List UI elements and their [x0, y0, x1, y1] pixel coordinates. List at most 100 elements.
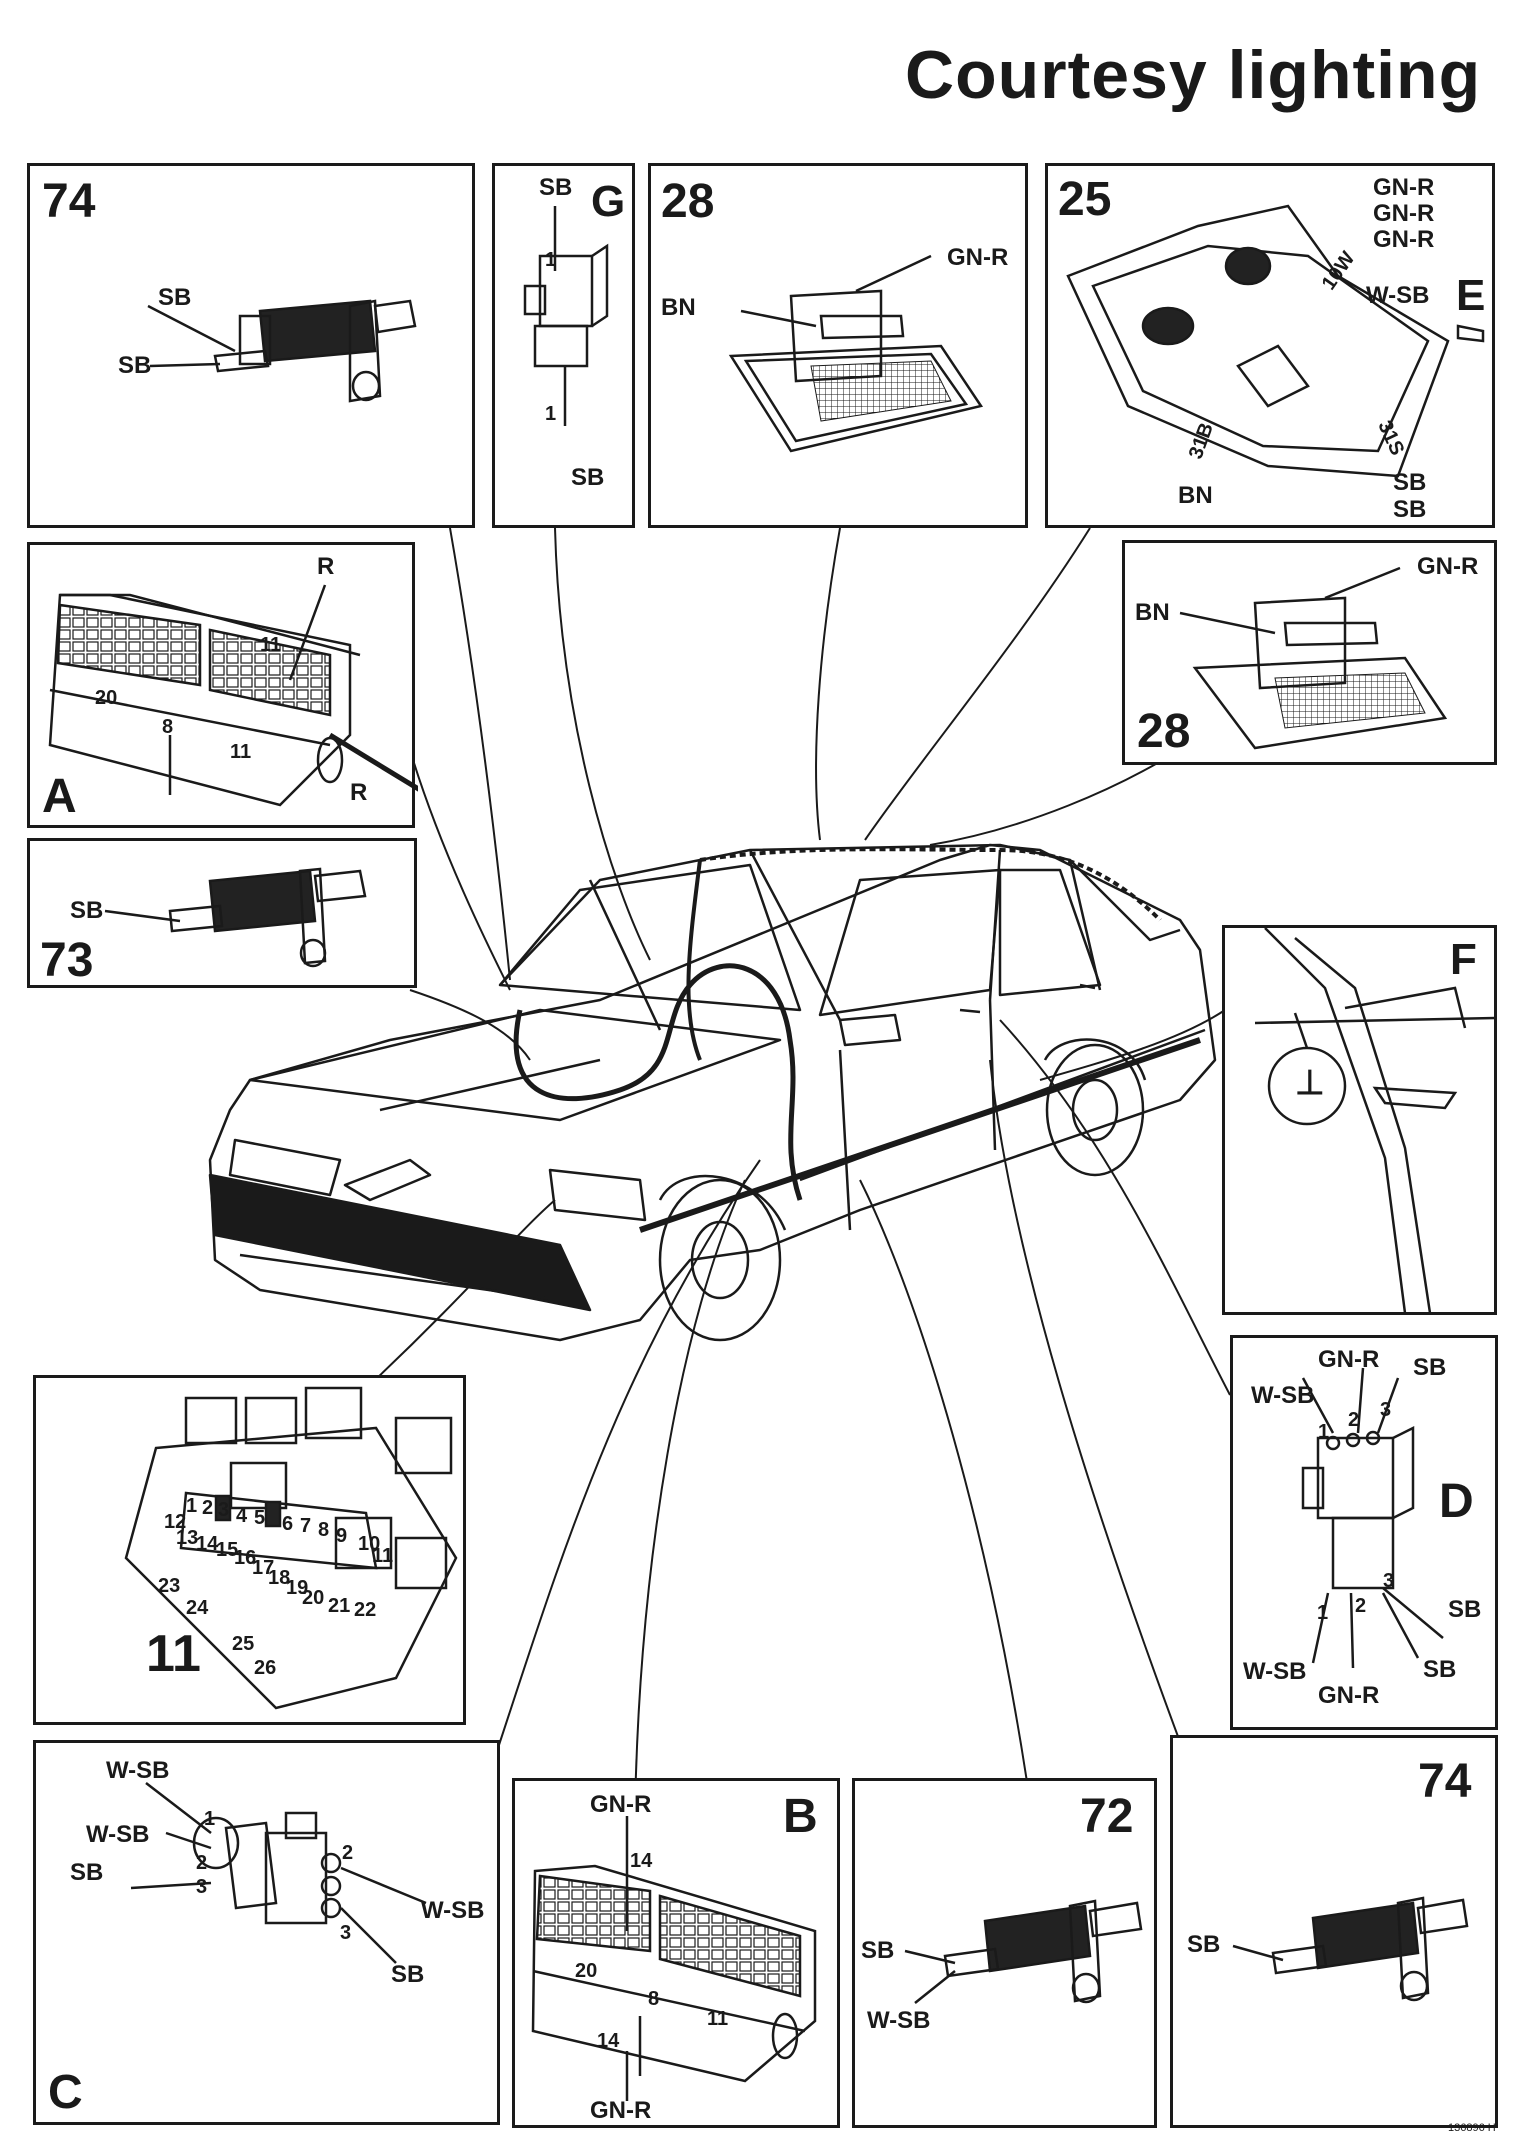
wire-label: W-SB — [86, 1821, 150, 1848]
panel-number: 74 — [1418, 1755, 1472, 1808]
wire-label: BN — [1135, 599, 1170, 626]
pin-number: 14 — [597, 2030, 620, 2052]
wire-label: R — [350, 779, 368, 806]
wire-label: BN — [661, 294, 696, 321]
fuse-number: 25 — [232, 1633, 255, 1655]
wire-label: W-SB — [1243, 1658, 1307, 1685]
drawing-code: 136896 H — [1448, 2122, 1496, 2134]
fuse-number: 19 — [286, 1577, 309, 1599]
multi-connector-drawing — [531, 1816, 817, 2101]
wire-label: GN-R — [1417, 553, 1479, 580]
wire-label: SB — [1393, 496, 1427, 523]
fuse-number: 2 — [202, 1497, 214, 1519]
panel-number: 72 — [1080, 1790, 1134, 1843]
wire-label: SB — [1187, 1931, 1221, 1958]
fuse-number: 11 — [372, 1545, 394, 1567]
fuse-number: 4 — [236, 1505, 248, 1527]
fuse-number: 14 — [196, 1533, 219, 1555]
fuse-number: 10 — [358, 1533, 381, 1555]
wire-label: R — [317, 553, 335, 580]
pin-number: 3 — [1383, 1570, 1395, 1592]
fuse-number: 26 — [254, 1657, 277, 1679]
panel-28-courtesy-lamp: 28 GN-R BN — [648, 163, 1028, 528]
panel-letter: E — [1456, 271, 1486, 320]
panel-number: 11 — [146, 1625, 201, 1683]
panel-letter: F — [1450, 935, 1477, 984]
wire-label: SB — [1448, 1596, 1482, 1623]
panel-letter: D — [1439, 1475, 1474, 1528]
pin-number: 3 — [196, 1876, 208, 1898]
panel-number: 74 — [42, 175, 96, 228]
door-switch-drawing — [147, 299, 417, 403]
wire-label: SB — [539, 174, 573, 201]
panel-c-connector: W-SB 1 W-SB 2 SB 3 2 W-SB 3 SB C — [33, 1740, 500, 2125]
wire-label: SB — [1423, 1656, 1457, 1683]
panel-number: 28 — [661, 175, 715, 228]
connector-drawing — [1301, 1367, 1444, 1669]
pin-number: 20 — [575, 1960, 598, 1982]
pin-number: 1 — [1318, 1421, 1330, 1443]
panel-73-door-switch: SB 73 — [27, 838, 417, 988]
pin-number: 8 — [162, 716, 174, 738]
panel-a-multi-connector: R 11 20 8 11 A R — [27, 542, 418, 828]
pin-number: 2 — [342, 1842, 354, 1864]
fuse-number: 12 — [164, 1511, 187, 1533]
multi-connector-drawing — [48, 584, 418, 807]
panel-d-connector: GN-R SB W-SB 1 2 3 D 3 2 1 SB SB W-SB GN… — [1230, 1335, 1498, 1730]
fuse-number: 20 — [302, 1587, 325, 1609]
pin-number: 1 — [545, 403, 557, 425]
pin-number: 11 — [707, 2008, 729, 2030]
wire-label: W-SB — [1251, 1382, 1315, 1409]
fuse-number: 9 — [336, 1525, 348, 1547]
lamp-drawing — [1179, 566, 1448, 750]
pin-number: 2 — [1355, 1595, 1367, 1617]
panel-74-door-switch: 74 SB SB — [27, 163, 475, 528]
wire-label: SB — [118, 352, 152, 379]
panel-number: 73 — [40, 934, 94, 987]
fuse-number: 1 — [186, 1495, 198, 1517]
panel-74-door-switch-rear: 74 SB — [1170, 1735, 1498, 2128]
panel-g-connector: G SB 1 1 SB — [492, 163, 635, 528]
fuse-number: 18 — [268, 1567, 291, 1589]
fuse-number: 5 — [254, 1507, 266, 1529]
wire-label: SB — [861, 1937, 895, 1964]
fuse-number: 24 — [186, 1597, 209, 1619]
panel-letter: G — [591, 177, 626, 226]
wire-label: SB — [391, 1961, 425, 1988]
door-switch-drawing — [104, 867, 367, 968]
wire-label: GN-R — [1373, 174, 1435, 201]
fuse-number: 8 — [318, 1519, 330, 1541]
pin-number: 14 — [630, 1850, 653, 1872]
connector-drawing — [130, 1782, 427, 1964]
door-switch-drawing — [1232, 1896, 1469, 2002]
panel-b-multi-connector: GN-R B 14 20 8 11 14 GN-R — [512, 1778, 840, 2128]
page-title: Courtesy lighting — [905, 37, 1482, 113]
fuse-number: 7 — [300, 1515, 312, 1537]
panel-11-fuse-box: 1 2 3 4 5 6 7 8 9 10 11 12 13 14 15 16 1… — [33, 1375, 466, 1725]
wire-label: SB — [571, 464, 605, 491]
wire-label: SB — [1393, 469, 1427, 496]
pin-number: 1 — [545, 249, 557, 271]
fuse-number: 23 — [158, 1575, 181, 1597]
fuse-box-drawing — [124, 1386, 458, 1710]
panel-letter: B — [783, 1790, 818, 1843]
pin-number: 1 — [1317, 1602, 1329, 1624]
wire-label: SB — [158, 284, 192, 311]
fuse-number: 6 — [282, 1513, 294, 1535]
panel-72-door-switch: 72 SB W-SB — [852, 1778, 1157, 2128]
fuse-number: 13 — [176, 1527, 199, 1549]
wire-label: W-SB — [421, 1897, 485, 1924]
pin-number: 2 — [196, 1852, 208, 1874]
door-switch-drawing — [904, 1899, 1143, 2004]
panel-letter: A — [42, 770, 77, 823]
pin-number: 3 — [340, 1922, 352, 1944]
wire-label: SB — [70, 897, 104, 924]
pin-number: 11 — [230, 741, 252, 763]
ground-point-drawing — [1254, 928, 1496, 1314]
panel-25-interior-lamp: 25 GN-R GN-R GN-R 10W W-SB E 31B 31S BN … — [1045, 163, 1495, 528]
lamp-drawing — [728, 254, 984, 453]
wire-label: BN — [1178, 482, 1213, 509]
connector-drawing — [523, 206, 609, 426]
